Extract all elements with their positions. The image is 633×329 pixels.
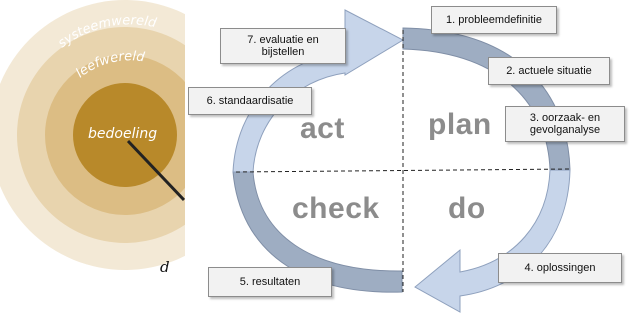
step-3-box: 3. oorzaak- en gevolganalyse [505,106,625,142]
ring-partial-label: d [160,258,170,276]
concentric-rings-illustration: systeemwereld leefwereld bedoeling d [0,0,185,329]
quadrant-check-label: check [292,192,380,225]
step-2-box: 2. actuele situatie [488,57,610,85]
step-4-box: 4. oplossingen [498,253,622,283]
quadrant-plan-label: plan [428,108,492,141]
step-5-box: 5. resultaten [208,267,332,297]
step-6-box: 6. standaardisatie [188,87,312,115]
cycle-arc-plan [402,27,571,171]
rings-svg: systeemwereld leefwereld bedoeling d [0,0,185,276]
cycle-arrow-do [414,169,571,313]
ring-inner-label: bedoeling [88,126,157,142]
step-1-box: 1. probleemdefinitie [431,6,557,34]
quadrant-do-label: do [448,192,486,225]
quadrant-act-label: act [300,112,345,145]
ring-inner [73,83,177,187]
step-7-box: 7. evaluatie en bijstellen [220,28,346,64]
pen-icon [126,139,185,202]
